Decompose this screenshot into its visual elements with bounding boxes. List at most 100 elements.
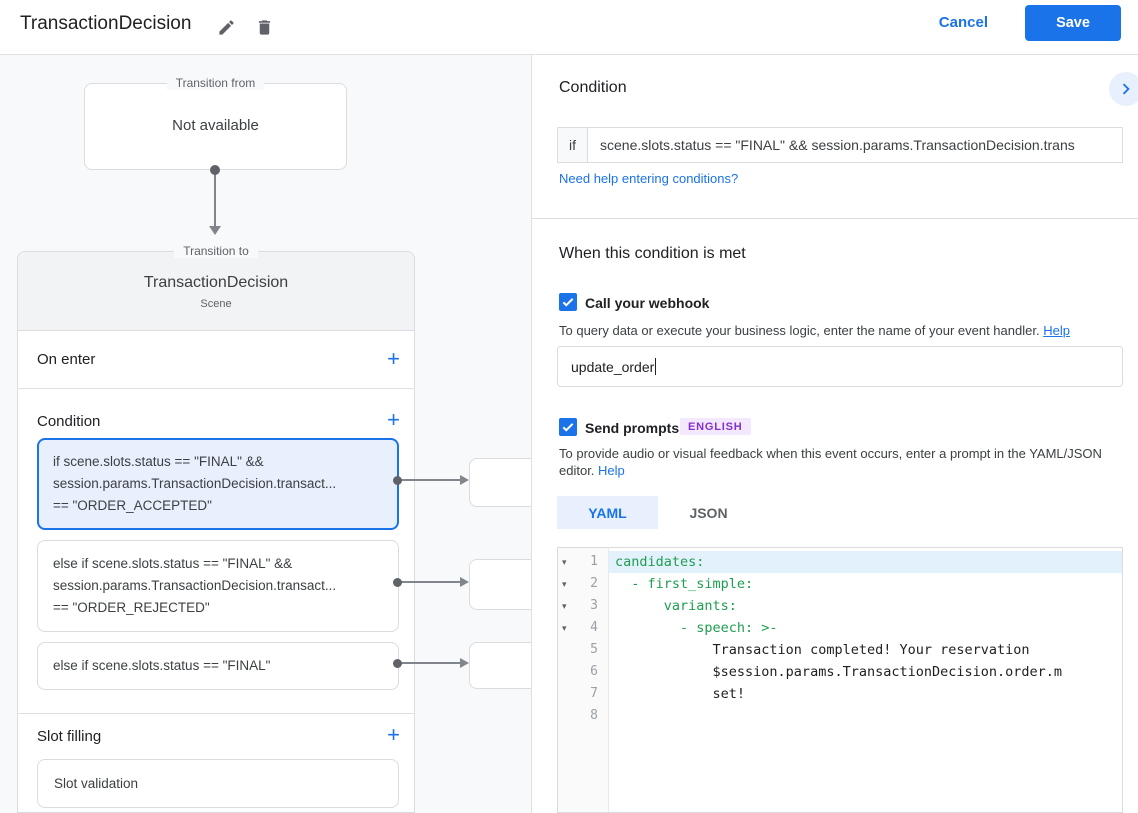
on-enter-label: On enter xyxy=(37,351,96,368)
transition-target-box[interactable] xyxy=(469,559,531,610)
prompts-description-text: To provide audio or visual feedback when… xyxy=(559,446,1102,478)
transition-to-box: TransactionDecision Scene On enter + Con… xyxy=(17,251,415,813)
send-prompts-checkbox[interactable] xyxy=(559,418,577,436)
connector-line xyxy=(400,479,462,481)
section-divider xyxy=(18,713,414,714)
slot-validation-card[interactable]: Slot validation xyxy=(37,759,399,808)
tab-json[interactable]: JSON xyxy=(689,504,728,521)
topbar: TransactionDecision Cancel Save xyxy=(0,0,1138,55)
save-button[interactable]: Save xyxy=(1025,5,1121,41)
connector-dot xyxy=(393,659,402,668)
transition-from-content: Not available xyxy=(172,117,259,134)
editor-gutter-cell: 7 xyxy=(558,683,609,705)
condition-cards: if scene.slots.status == "FINAL" && sessi… xyxy=(37,438,399,700)
editor-gutter-cell: 6 xyxy=(558,661,609,683)
on-enter-section: On enter + xyxy=(18,331,414,389)
delete-scene-button[interactable] xyxy=(250,13,278,41)
conditions-help-link[interactable]: Need help entering conditions? xyxy=(559,171,739,186)
text-cursor xyxy=(655,358,657,375)
editor-line: ▾ 1 candidates: xyxy=(558,551,1122,573)
editor-gutter-cell: ▾2 xyxy=(558,573,609,595)
webhook-description: To query data or execute your business l… xyxy=(559,322,1119,339)
condition-card[interactable]: else if scene.slots.status == "FINAL" &&… xyxy=(37,540,399,632)
fold-toggle-icon xyxy=(558,661,573,683)
fold-toggle-icon xyxy=(558,705,573,727)
condition-card-line: == "ORDER_REJECTED" xyxy=(53,600,210,615)
code-line-text[interactable]: set! xyxy=(615,686,746,702)
event-handler-input[interactable]: update_order xyxy=(557,346,1123,387)
fold-toggle-icon[interactable]: ▾ xyxy=(562,557,567,567)
checkmark-icon xyxy=(562,423,574,432)
arrow-right-icon xyxy=(460,577,469,587)
code-line-text[interactable]: $session.params.TransactionDecision.orde… xyxy=(615,664,1063,680)
fold-toggle-icon[interactable]: ▾ xyxy=(562,601,567,611)
if-prefix-label: if xyxy=(557,127,588,163)
add-slot-button[interactable]: + xyxy=(387,722,400,747)
condition-section-label: Condition xyxy=(37,413,101,430)
code-line-text[interactable]: - first_simple: xyxy=(615,576,754,592)
code-line-text[interactable] xyxy=(609,705,1122,727)
add-on-enter-button[interactable]: + xyxy=(387,346,400,371)
collapse-panel-button[interactable] xyxy=(1109,72,1138,106)
connector-line xyxy=(400,581,462,583)
chevron-right-icon xyxy=(1122,83,1130,95)
when-condition-heading: When this condition is met xyxy=(559,245,746,262)
connector-dot xyxy=(393,476,402,485)
code-line-text[interactable]: Transaction completed! Your reservation xyxy=(615,642,1030,658)
panel-title: Condition xyxy=(559,79,627,96)
fold-toggle-icon[interactable]: ▾ xyxy=(562,623,567,633)
pencil-icon xyxy=(218,19,234,35)
scene-card-header[interactable]: TransactionDecision Scene xyxy=(18,252,414,331)
condition-card[interactable]: if scene.slots.status == "FINAL" && sessi… xyxy=(37,438,399,530)
editor-line: ▾2 - first_simple: xyxy=(558,573,1122,595)
fold-toggle-icon[interactable]: ▾ xyxy=(562,579,567,589)
line-number: 1 xyxy=(590,554,598,569)
fold-toggle-icon xyxy=(558,639,573,661)
edit-title-button[interactable] xyxy=(212,13,240,41)
language-badge: ENGLISH xyxy=(680,418,751,435)
cancel-button[interactable]: Cancel xyxy=(938,14,988,31)
line-number: 8 xyxy=(590,708,598,723)
webhook-help-link[interactable]: Help xyxy=(1043,323,1070,338)
prompts-help-link[interactable]: Help xyxy=(598,463,625,478)
editor-line: 6 $session.params.TransactionDecision.or… xyxy=(558,661,1122,683)
arrow-right-icon xyxy=(460,658,469,668)
condition-expression-input[interactable]: scene.slots.status == "FINAL" && session… xyxy=(588,127,1123,163)
slot-filling-label: Slot filling xyxy=(37,728,102,745)
connector-dot xyxy=(393,578,402,587)
condition-card-line: else if scene.slots.status == "FINAL" && xyxy=(53,556,293,571)
code-line-text[interactable]: variants: xyxy=(615,598,737,614)
editor-line: 7 set! xyxy=(558,683,1122,705)
scene-type-label: Scene xyxy=(200,298,232,310)
transition-target-box[interactable] xyxy=(469,642,531,689)
editor-gutter-cell: ▾4 xyxy=(558,617,609,639)
condition-card-line: else if scene.slots.status == "FINAL" xyxy=(53,658,271,673)
line-number: 6 xyxy=(590,664,598,679)
editor-line: ▾ 3 variants: xyxy=(558,595,1122,617)
line-number: 4 xyxy=(590,620,598,635)
add-condition-button[interactable]: + xyxy=(387,407,400,432)
editor-line: ▾4 - speech: >- xyxy=(558,617,1122,639)
trash-icon xyxy=(258,19,270,35)
condition-card-line: session.params.TransactionDecision.trans… xyxy=(53,476,337,491)
send-prompts-label: Send prompts xyxy=(585,420,680,436)
prompts-description: To provide audio or visual feedback when… xyxy=(559,445,1115,479)
transition-arrow-down-icon xyxy=(209,226,221,235)
condition-expression-row: if scene.slots.status == "FINAL" && sess… xyxy=(557,127,1123,163)
editor-gutter-cell: 5 xyxy=(558,639,609,661)
editor-line: 8 xyxy=(558,705,1122,727)
transition-target-box[interactable] xyxy=(469,458,531,507)
code-line-text[interactable]: - speech: >- xyxy=(615,620,778,636)
transition-from-legend: Transition from xyxy=(84,76,347,90)
scene-diagram-canvas: Not available Transition from Transactio… xyxy=(0,55,531,813)
call-webhook-checkbox[interactable] xyxy=(559,293,577,311)
scene-name: TransactionDecision xyxy=(143,274,289,291)
code-line-text[interactable]: candidates: xyxy=(609,551,1122,573)
tab-yaml[interactable]: YAML xyxy=(557,496,658,529)
condition-card[interactable]: else if scene.slots.status == "FINAL" xyxy=(37,642,399,690)
condition-card-line: if scene.slots.status == "FINAL" && xyxy=(53,454,264,469)
page-title: TransactionDecision xyxy=(20,13,192,34)
line-number: 3 xyxy=(590,598,598,613)
